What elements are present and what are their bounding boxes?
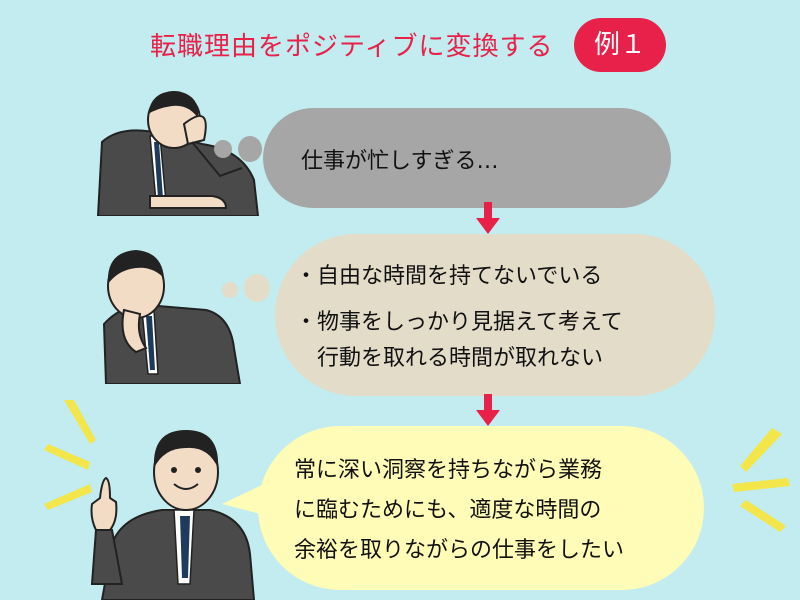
- down-arrow-icon: [476, 394, 500, 426]
- negative-thought-text: 仕事が忙しすぎる…: [301, 149, 499, 174]
- positive-line-1: 常に深い洞察を持ちながら業務: [294, 458, 603, 483]
- down-arrow-icon: [476, 202, 500, 234]
- diagram-title: 転職理由をポジティブに変換する: [150, 32, 554, 62]
- positive-speech-bubble: 常に深い洞察を持ちながら業務 に臨むためにも、適度な時間の 余裕を取りながらの仕…: [258, 426, 704, 590]
- stressed-man-figure: [96, 91, 260, 216]
- emphasis-rays-icon: [44, 400, 96, 510]
- analysis-point-2-continued: 行動を取れる時間が取れない: [317, 346, 604, 371]
- positive-line-3: 余裕を取りながらの仕事をしたい: [294, 538, 625, 563]
- emphasis-rays-icon: [732, 428, 790, 532]
- positive-line-2: に臨むためにも、適度な時間の: [294, 498, 602, 523]
- thought-dot-small: [222, 282, 238, 298]
- negative-thought-bubble: 仕事が忙しすぎる…: [263, 108, 671, 208]
- analysis-point-2: ・物事をしっかり見据えて考えて: [295, 310, 623, 335]
- thinking-man-figure: [102, 250, 242, 384]
- thought-dot-small: [214, 140, 232, 158]
- example-badge: 例１: [574, 18, 666, 72]
- analysis-thought-bubble: ・自由な時間を持てないでいる ・物事をしっかり見据えて考えて 行動を取れる時間が…: [275, 234, 715, 396]
- thought-dot-large: [238, 136, 262, 162]
- analysis-point-1: ・自由な時間を持てないでいる: [295, 264, 603, 289]
- speech-bubble-tail: [222, 482, 268, 516]
- pointing-man-figure: [90, 430, 256, 600]
- thought-dot-large: [244, 274, 270, 302]
